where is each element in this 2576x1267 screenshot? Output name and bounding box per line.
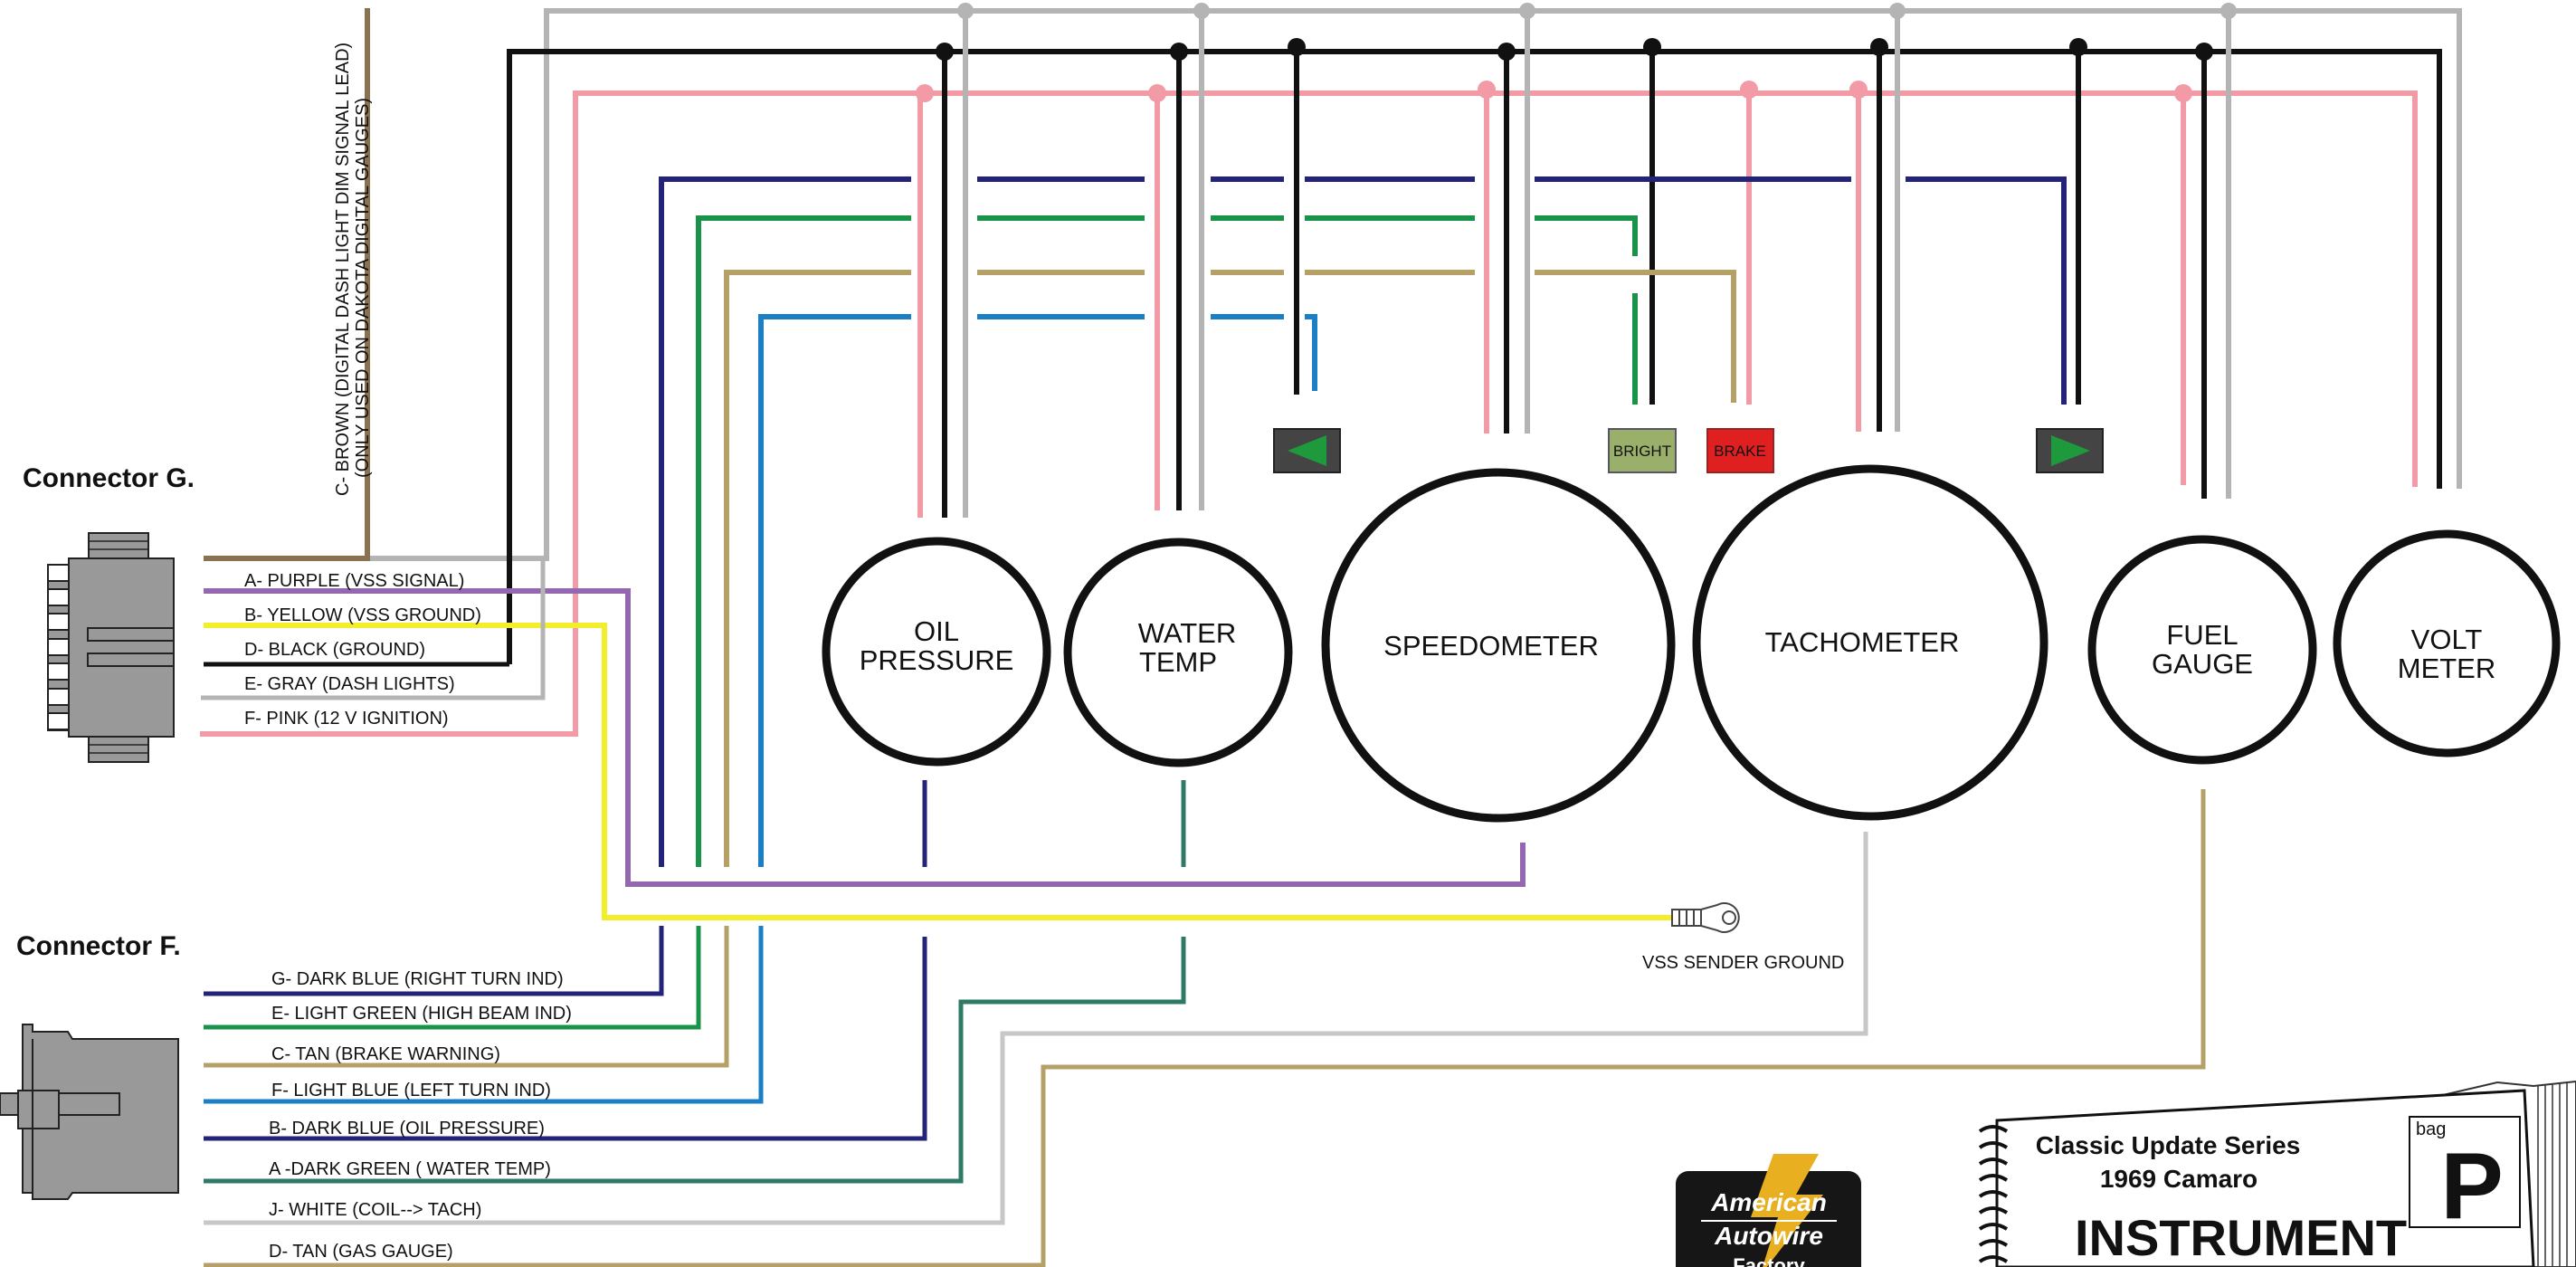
logo-line-1: American xyxy=(1710,1188,1827,1216)
brown-lead-label-group: C- BROWN (DIGITAL DASH LIGHT DIM SIGNAL … xyxy=(333,43,373,496)
gauges: OIL PRESSURE WATER TEMP SPEEDOMETER TACH… xyxy=(822,464,2561,823)
left-arrow-icon xyxy=(1288,435,1326,466)
logo-line-3: Factory xyxy=(1733,1254,1805,1267)
water-temp-gauge xyxy=(1063,538,1293,767)
indicator-lights: BRIGHT BRAKE xyxy=(1273,428,2104,473)
connector-f-body xyxy=(0,1024,179,1200)
spiral-binding-icon xyxy=(1978,1125,2009,1263)
series-title: Classic Update Series xyxy=(2036,1131,2301,1159)
tachometer-gauge xyxy=(1692,464,2048,821)
bright-indicator: BRIGHT xyxy=(1608,428,1677,473)
brake-label: BRAKE xyxy=(1714,443,1766,460)
vss-sender-terminal xyxy=(1671,902,1740,933)
fuel-gauge-label-1: FUEL xyxy=(2166,619,2238,651)
bag-letter: P xyxy=(2440,1134,2503,1239)
fuel-gauge xyxy=(2087,535,2317,765)
brown-lead-label-1: C- BROWN (DIGITAL DASH LIGHT DIM SIGNAL … xyxy=(333,43,353,496)
bright-label: BRIGHT xyxy=(1613,443,1671,460)
volt-meter-gauge xyxy=(2333,529,2561,757)
water-gauge-label-1: WATER xyxy=(1138,617,1237,649)
pin-label: E- GRAY (DASH LIGHTS) xyxy=(244,674,455,694)
right-turn-indicator xyxy=(2036,428,2104,473)
pin-label: J- WHITE (COIL--> TACH) xyxy=(269,1200,481,1220)
pin-label: E- LIGHT GREEN (HIGH BEAM IND) xyxy=(271,1004,572,1024)
right-arrow-icon xyxy=(2051,435,2090,466)
volt-meter-label-1: VOLT xyxy=(2411,624,2483,655)
tachometer-label: TACHOMETER xyxy=(1765,626,1960,658)
pin-label: B- YELLOW (VSS GROUND) xyxy=(244,605,481,625)
water-gauge-label-2: TEMP xyxy=(1139,646,1217,678)
purple-vss-signal-wire xyxy=(204,588,1526,887)
title-booklet: Classic Update Series 1969 Camaro INSTRU… xyxy=(1978,1080,2576,1267)
speedometer-gauge xyxy=(1321,468,1676,823)
connector-f-pin-labels: G- DARK BLUE (RIGHT TURN IND) E- LIGHT G… xyxy=(269,969,572,1262)
connector-g-body xyxy=(47,532,175,763)
instrument-heading: INSTRUMENT xyxy=(2075,1209,2407,1266)
left-turn-indicator xyxy=(1273,428,1341,473)
vss-sender-label: VSS SENDER GROUND xyxy=(1642,953,1844,973)
connector-f-wires xyxy=(204,780,2206,1267)
pin-label: A- PURPLE (VSS SIGNAL) xyxy=(244,571,464,591)
model-title: 1969 Camaro xyxy=(2100,1165,2258,1193)
gray-bus-wire xyxy=(204,8,2462,561)
pin-label: A -DARK GREEN ( WATER TEMP) xyxy=(269,1159,551,1179)
brown-dim-lead-wire xyxy=(204,8,370,561)
bag-label: bag xyxy=(2416,1119,2446,1139)
pink-bus-wire xyxy=(200,90,2418,737)
speedometer-label: SPEEDOMETER xyxy=(1383,630,1599,662)
vss-wires xyxy=(204,8,1677,920)
logo-line-2: Autowire xyxy=(1714,1222,1823,1250)
connector-g-short-wires xyxy=(201,558,546,700)
indicator-feed-wires xyxy=(659,176,2067,867)
connector-g-title: Connector G. xyxy=(23,463,195,493)
brown-lead-label-2: (ONLY USED ON DAKOTA DIGITAL GAUGES) xyxy=(353,98,373,478)
american-autowire-logo: American Autowire Factory xyxy=(1676,1154,1861,1267)
black-bus-wire xyxy=(507,49,2442,664)
oil-gauge-label-1: OIL xyxy=(914,615,959,647)
top-bus-wires xyxy=(200,8,2462,737)
pin-label: G- DARK BLUE (RIGHT TURN IND) xyxy=(271,969,564,989)
lightning-bolt-icon xyxy=(1751,1154,1823,1267)
oil-gauge-label-2: PRESSURE xyxy=(860,644,1014,676)
pin-label: F- PINK (12 V IGNITION) xyxy=(244,709,449,729)
connector-f-title: Connector F. xyxy=(16,931,181,961)
pin-label: C- TAN (BRAKE WARNING) xyxy=(271,1044,500,1064)
brake-indicator: BRAKE xyxy=(1706,428,1774,473)
junction-dots xyxy=(916,3,2237,102)
yellow-vss-ground-wire xyxy=(204,623,1677,920)
fuel-gauge-label-2: GAUGE xyxy=(2152,648,2253,680)
pin-label: B- DARK BLUE (OIL PRESSURE) xyxy=(269,1119,545,1138)
pin-label: F- LIGHT BLUE (LEFT TURN IND) xyxy=(271,1081,551,1100)
pin-label: D- BLACK (GROUND) xyxy=(244,640,425,660)
pin-label: D- TAN (GAS GAUGE) xyxy=(269,1242,453,1262)
oil-pressure-gauge xyxy=(822,537,1051,767)
volt-meter-label-2: METER xyxy=(2398,653,2496,684)
connector-g-pin-labels: A- PURPLE (VSS SIGNAL) B- YELLOW (VSS GR… xyxy=(244,571,481,729)
gauge-drop-wires xyxy=(917,11,2231,518)
